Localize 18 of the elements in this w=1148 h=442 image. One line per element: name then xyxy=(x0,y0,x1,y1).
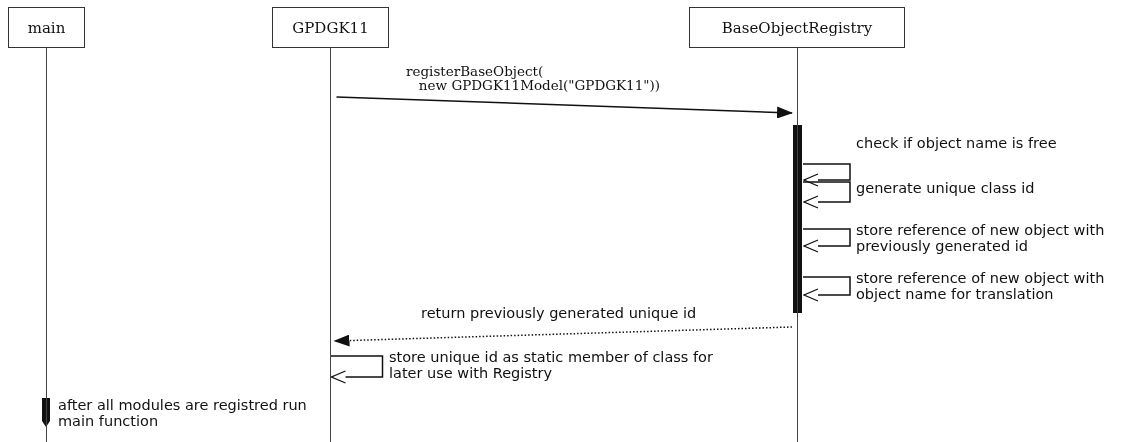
message-label: store reference of new object with previously generated id xyxy=(856,222,1106,254)
message-label: registerBaseObject( new GPDGK11Model("GPDGK11")) xyxy=(406,64,660,92)
message-label: check if object name is free xyxy=(856,135,1057,151)
activation-note: after all modules are registred run main function xyxy=(58,397,308,429)
self-message-arrow xyxy=(802,228,851,253)
message-label: return previously generated unique id xyxy=(421,305,697,321)
participant-box: GPDGK11 xyxy=(272,7,389,48)
self-message-arrow xyxy=(802,276,851,302)
self-message-arrow xyxy=(802,181,851,209)
message-label: store unique id as static member of class for later use with Registry xyxy=(389,349,714,381)
message-label: generate unique class id xyxy=(856,180,1035,196)
return-arrow xyxy=(333,326,793,347)
participant-box: main xyxy=(8,7,85,48)
message-label: store reference of new object with object name for translation xyxy=(856,270,1106,302)
message-arrow xyxy=(335,96,793,119)
self-message-arrow xyxy=(802,163,851,187)
self-message-arrow xyxy=(329,355,384,384)
participant-box: BaseObjectRegistry xyxy=(689,7,905,48)
